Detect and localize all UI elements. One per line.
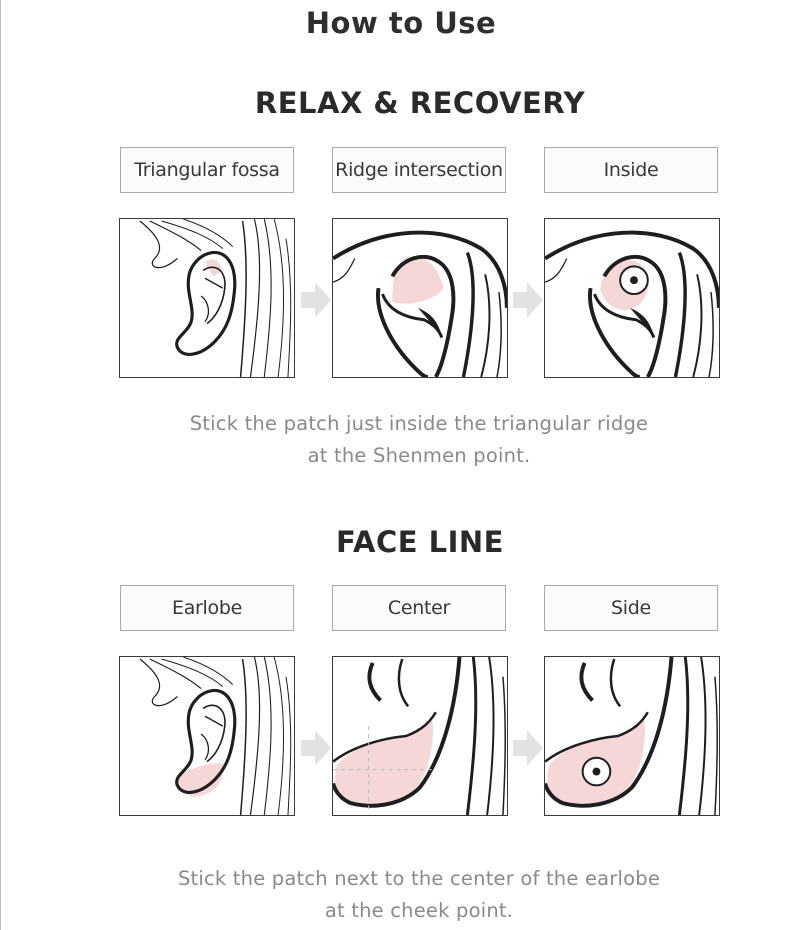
illustration-ear-ridge-intersection <box>332 218 508 378</box>
arrow-right-icon <box>301 730 331 766</box>
arrow-right-icon <box>513 282 543 318</box>
illustration-ear-lobe-center <box>332 656 508 816</box>
section-title-face-line: FACE LINE <box>336 525 504 559</box>
illustration-ear-triangular-fossa <box>119 218 295 378</box>
page-left-border <box>0 0 1 930</box>
step-label-earlobe: Earlobe <box>120 585 294 631</box>
step-label-center: Center <box>332 585 506 631</box>
section-title-relax-recovery: RELAX & RECOVERY <box>254 86 586 120</box>
step-label-triangular-fossa: Triangular fossa <box>120 147 294 193</box>
illustration-ear-earlobe <box>119 656 295 816</box>
arrow-right-icon <box>513 730 543 766</box>
caption-line: Stick the patch just inside the triangul… <box>189 412 649 435</box>
caption-line: at the Shenmen point. <box>307 444 531 467</box>
step-label-inside: Inside <box>544 147 718 193</box>
caption-line: at the cheek point. <box>324 899 514 922</box>
caption-line: Stick the patch next to the center of th… <box>177 867 661 890</box>
caption-relax-recovery: Stick the patch just inside the triangul… <box>0 408 802 472</box>
illustration-ear-inside-point <box>544 218 720 378</box>
step-label-ridge-intersection: Ridge intersection <box>332 147 506 193</box>
arrow-right-icon <box>301 282 331 318</box>
illustration-ear-lobe-side-point <box>544 656 720 816</box>
step-label-side: Side <box>544 585 718 631</box>
page-title: How to Use <box>305 6 497 40</box>
caption-face-line: Stick the patch next to the center of th… <box>0 863 802 927</box>
